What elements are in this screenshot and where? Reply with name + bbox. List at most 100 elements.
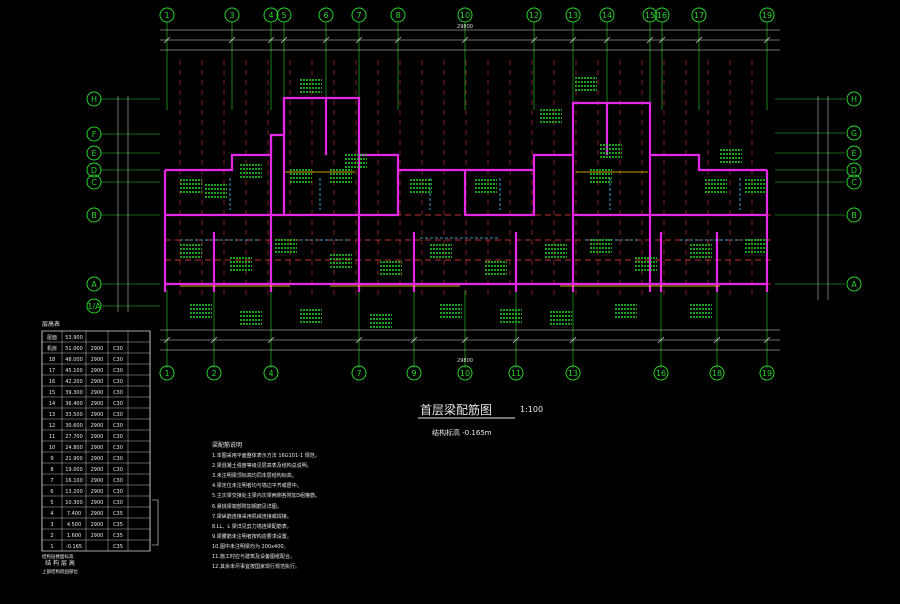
dimension-tick [646,36,654,44]
axis-bubble-top-label: 5 [281,11,286,20]
axis-bubble-left-label: C [91,178,97,187]
level-table-cell: C30 [113,434,123,440]
axis-bubble-bottom-label: 18 [712,369,722,378]
axis-bubble-top-label: 16 [657,11,667,20]
axis-bubble-left [86,276,102,292]
level-table-cell: 1 [50,544,53,550]
axis-bubble-top [263,7,279,23]
level-table-cell: 7 [50,478,53,484]
axis-bubble-top-label: 7 [356,11,361,20]
dimension-tick [267,36,275,44]
level-table-cell: C35 [113,544,123,550]
axis-bubble-right [846,276,862,292]
level-table-cell: 2900 [91,478,104,484]
axis-bubble-right [846,145,862,161]
level-table-cell: 2900 [91,489,104,495]
note-item: 2.梁混凝土强度等级见层高表及结构总说明。 [212,463,312,470]
axis-bubble-top [759,7,775,23]
dimension-tick [410,336,418,344]
axis-bubble-top-label: 3 [229,11,234,20]
level-table-cell: 2900 [91,533,104,539]
axis-bubble-bottom-label: 10 [460,369,470,378]
shear-wall [165,170,536,217]
dimension-tick [267,336,275,344]
note-item: 9.梁腰筋未注明者按构造要求设置。 [212,533,292,540]
axis-bubble-bottom-label: 2 [211,369,216,378]
dimension-tick [163,336,171,344]
axis-bubble-bottom-label: 13 [568,369,578,378]
axis-bubble-left-label: E [91,149,96,158]
level-table-cell: 45.100 [65,368,83,374]
axis-bubble-top-label: 6 [323,11,328,20]
axis-bubble-top-label: 4 [268,11,273,20]
axis-bubble-top [565,7,581,23]
level-table-cell: 2900 [91,434,104,440]
level-table-cell: C35 [113,533,123,539]
level-table-cell: C30 [113,368,123,374]
level-table-cell: C30 [113,467,123,473]
axis-bubble-top [318,7,334,23]
level-table-cell: 14 [49,401,55,407]
dimension-tick [355,336,363,344]
axis-bubble-bottom [709,365,725,381]
axis-bubble-bottom [565,365,581,381]
axis-bubble-right-label: D [851,166,857,175]
level-table-footer: 上部结构嵌固部位 [42,568,78,575]
level-table-cell: -0.165 [66,544,82,550]
dimension-tick [461,336,469,344]
dimension-tick [228,36,236,44]
dimension-tick [322,36,330,44]
axis-bubble-bottom [759,365,775,381]
level-table-cell: 7.400 [67,511,81,517]
axis-bubble-right-label: G [851,129,857,138]
axis-bubble-right [846,125,862,141]
level-table-cell: 16 [49,379,55,385]
level-table-cell: 2900 [91,412,104,418]
axis-bubble-bottom-label: 19 [762,369,772,378]
level-table-cell: 1.600 [67,533,81,539]
level-table-cell: 16.100 [65,478,83,484]
level-table-cell: 8 [50,467,53,473]
axis-bubble-right-label: C [851,178,857,187]
level-table-cell: 2900 [91,500,104,506]
axis-bubble-bottom [159,365,175,381]
note-item: 1.本图采用平面整体表示方法 16G101-1 规范。 [212,453,320,460]
axis-bubble-top [642,7,658,23]
level-table-cell: 21.900 [65,456,83,462]
axis-bubble-left [86,145,102,161]
dimension-tick [163,36,171,44]
note-item: 10.图中未注明梁均为 200x400。 [212,543,289,550]
shear-wall [282,98,609,215]
axis-bubble-bottom-label: 9 [411,369,416,378]
dimension-tick [512,336,520,344]
axis-bubble-top-label: 8 [395,11,400,20]
axis-bubble-bottom-label: 16 [656,369,666,378]
axis-bubble-right [846,91,862,107]
axis-bubble-left [86,174,102,190]
level-table-cell: 9 [50,456,53,462]
dimension-tick [657,336,665,344]
dimension-tick [461,36,469,44]
dimension-tick [355,36,363,44]
level-table-cell: 2900 [91,456,104,462]
dimension-tick [763,36,771,44]
level-table-cell: C30 [113,489,123,495]
axis-bubble-top [599,7,615,23]
level-table-cell: C30 [113,379,123,385]
axis-bubble-left-label: A [91,280,97,289]
level-table-cell: 4 [50,511,53,517]
level-table-cell: C30 [113,456,123,462]
dimension-tick [763,336,771,344]
level-table-cell: C30 [113,478,123,484]
shear-wall [212,232,719,292]
level-table-cell: 2900 [91,368,104,374]
note-item: 6.悬挑梁端部附加钢筋见详图。 [212,503,282,510]
axis-bubble-bottom [508,365,524,381]
level-table-cell: 19.000 [65,467,83,473]
level-table-cell: 13.200 [65,489,83,495]
level-table-cell: 27.700 [65,434,83,440]
level-table-cell: 2900 [91,390,104,396]
level-table-footer: 结 构 层 高 [45,559,75,567]
note-item: 12.其余未尽事宜按国家现行规范执行。 [212,564,300,571]
level-table-cell: 4.500 [67,522,81,528]
